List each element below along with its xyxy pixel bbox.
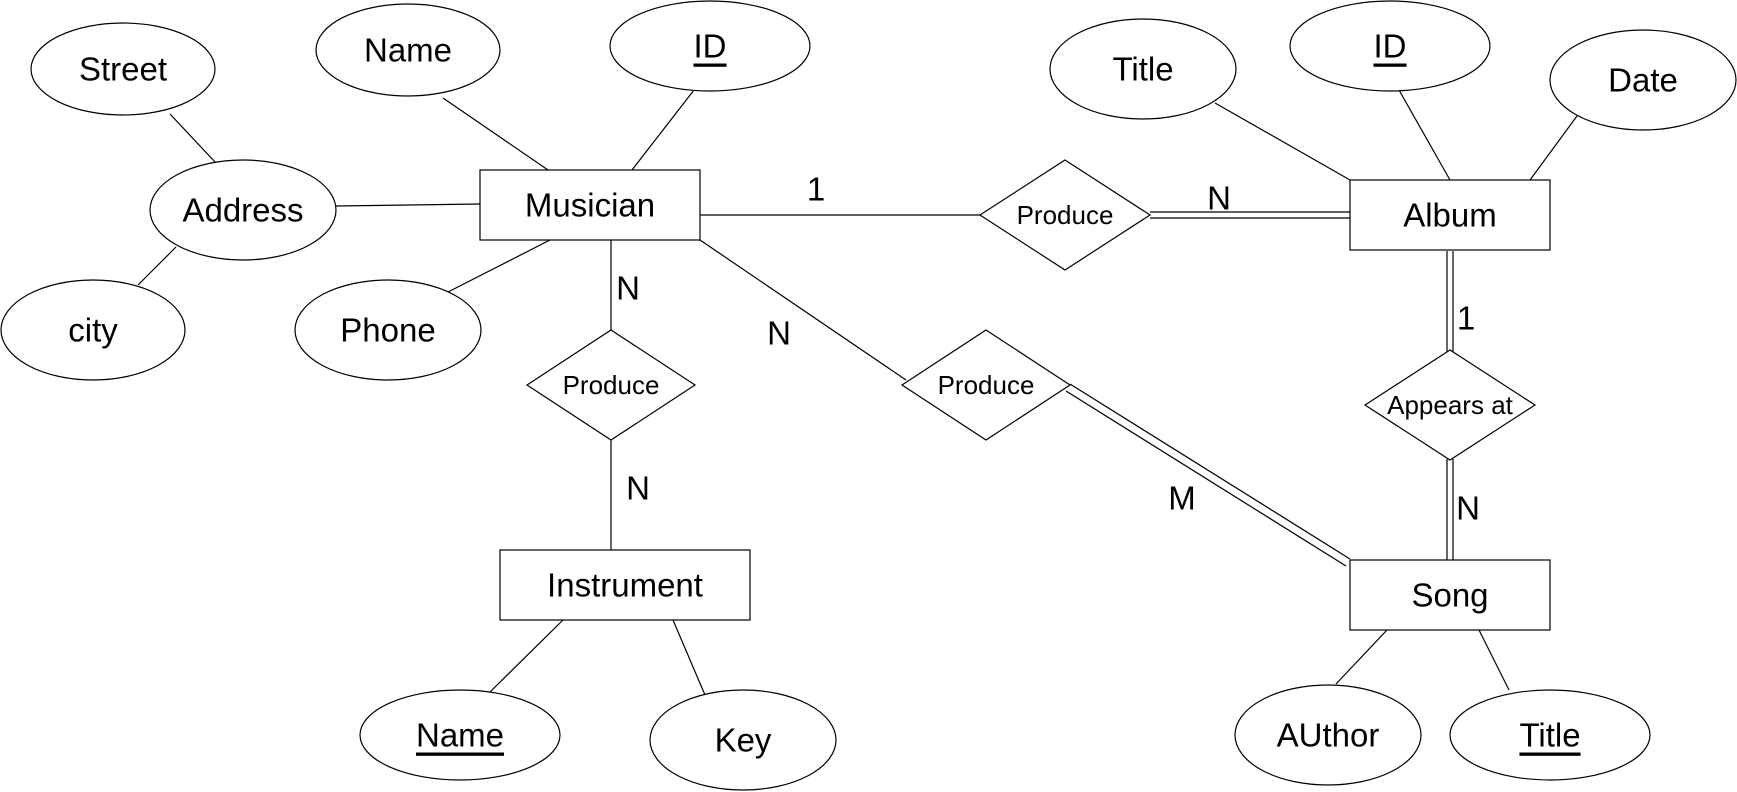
line-street-address (169, 113, 217, 164)
line-address-musician (335, 203, 481, 207)
entity-musician: Musician (479, 169, 701, 241)
line-produce3-song-double (1065, 383, 1351, 567)
line-instrument-name (489, 619, 564, 693)
line-date-album (1529, 115, 1578, 181)
attribute-label-key: Name (416, 717, 504, 754)
attribute-instrument-name: Name (359, 689, 561, 781)
attribute-musician-id: ID (609, 0, 811, 92)
line-id-musician (631, 89, 695, 171)
line-album-appearsat-double (1446, 251, 1454, 352)
line-song-title (1478, 629, 1510, 691)
line-phone-musician (447, 239, 551, 293)
cardinality-label: N (616, 270, 640, 307)
relationship-label: Produce (1017, 200, 1114, 230)
relationship-musician-album: Produce (978, 159, 1152, 271)
attribute-label: city (68, 312, 118, 349)
entity-label: Song (1411, 577, 1488, 614)
relationship-musician-instrument: Produce (525, 329, 697, 441)
attribute-label: Name (364, 32, 452, 69)
line-name-musician (442, 97, 549, 171)
attribute-instrument-key: Key (649, 689, 837, 791)
relationship-label: Produce (938, 370, 1035, 400)
line-appearsat-song-double (1446, 459, 1454, 560)
entity-album: Album (1349, 179, 1551, 251)
entity-label: Instrument (547, 567, 703, 604)
cardinality-label: 1 (807, 171, 825, 208)
relationship-album-song: Appears at (1363, 349, 1537, 461)
line-song-author (1335, 629, 1388, 685)
line-instrument-key (672, 619, 706, 696)
attribute-label: AUthor (1277, 717, 1380, 754)
cardinality-label: 1 (1457, 300, 1475, 337)
attribute-musician-name: Name (315, 3, 501, 97)
attribute-label: Key (715, 722, 772, 759)
relationship-label: Produce (563, 370, 660, 400)
attribute-song-author: AUthor (1234, 684, 1422, 786)
attribute-label: Date (1608, 62, 1678, 99)
attribute-album-id: ID (1289, 0, 1491, 92)
entity-label: Musician (525, 187, 655, 224)
cardinality-label: M (1168, 480, 1196, 517)
cardinalities: 1 N N N N M 1 N (616, 171, 1480, 527)
line-title-album (1214, 102, 1351, 181)
attribute-album-title: Title (1049, 18, 1237, 120)
attribute-label: Address (182, 192, 303, 229)
attribute-label: Title (1112, 51, 1173, 88)
attribute-street: Street (30, 22, 216, 116)
relationship-musician-song: Produce (900, 329, 1072, 441)
line-musician-produce3 (699, 239, 907, 381)
attribute-label: Street (79, 51, 167, 88)
attribute-album-date: Date (1549, 29, 1737, 131)
attribute-label-key: ID (694, 28, 727, 65)
line-id2-album (1398, 89, 1451, 181)
line-city-address (137, 246, 177, 286)
relationship-label: Appears at (1387, 390, 1514, 420)
entity-label: Album (1403, 197, 1497, 234)
attribute-label: Phone (340, 312, 435, 349)
attribute-song-title: Title (1449, 689, 1651, 781)
attribute-label-key: Title (1519, 717, 1580, 754)
cardinality-label: N (1456, 490, 1480, 527)
cardinality-label: N (1207, 180, 1231, 217)
entity-instrument: Instrument (499, 549, 751, 621)
connectors (137, 89, 1578, 696)
line-produce1-album-double (1150, 211, 1350, 219)
attribute-label-key: ID (1374, 28, 1407, 65)
cardinality-label: N (767, 315, 791, 352)
attribute-address: Address (149, 159, 337, 261)
cardinality-label: N (626, 470, 650, 507)
attribute-phone: Phone (294, 279, 482, 381)
entity-song: Song (1349, 559, 1551, 631)
attribute-city: city (0, 279, 186, 381)
